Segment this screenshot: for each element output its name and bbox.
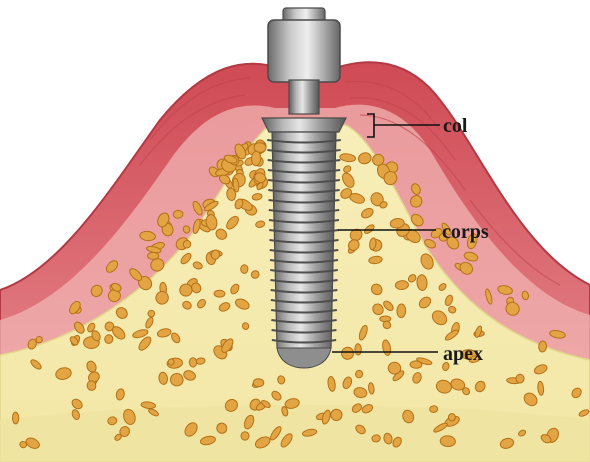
trabecula bbox=[240, 265, 248, 274]
trabecula bbox=[448, 413, 455, 421]
trabecula bbox=[251, 151, 261, 166]
implant-neck bbox=[289, 80, 319, 114]
trabecula bbox=[395, 280, 409, 290]
trabecula bbox=[189, 358, 197, 368]
trabecula bbox=[410, 361, 422, 369]
implant-collar bbox=[262, 118, 346, 132]
implant-cap bbox=[268, 20, 340, 82]
trabecula bbox=[429, 405, 438, 412]
trabecula bbox=[516, 374, 525, 383]
label-corps: corps bbox=[442, 221, 489, 243]
trabecula bbox=[538, 341, 547, 353]
label-col: col bbox=[443, 115, 468, 137]
trabecula bbox=[355, 344, 362, 355]
label-apex: apex bbox=[443, 343, 483, 365]
trabecula bbox=[214, 290, 225, 297]
bone-base bbox=[0, 405, 590, 462]
trabecula bbox=[253, 378, 264, 387]
trabecula bbox=[173, 210, 183, 218]
trabecula bbox=[397, 304, 406, 318]
trabecula bbox=[12, 412, 18, 424]
